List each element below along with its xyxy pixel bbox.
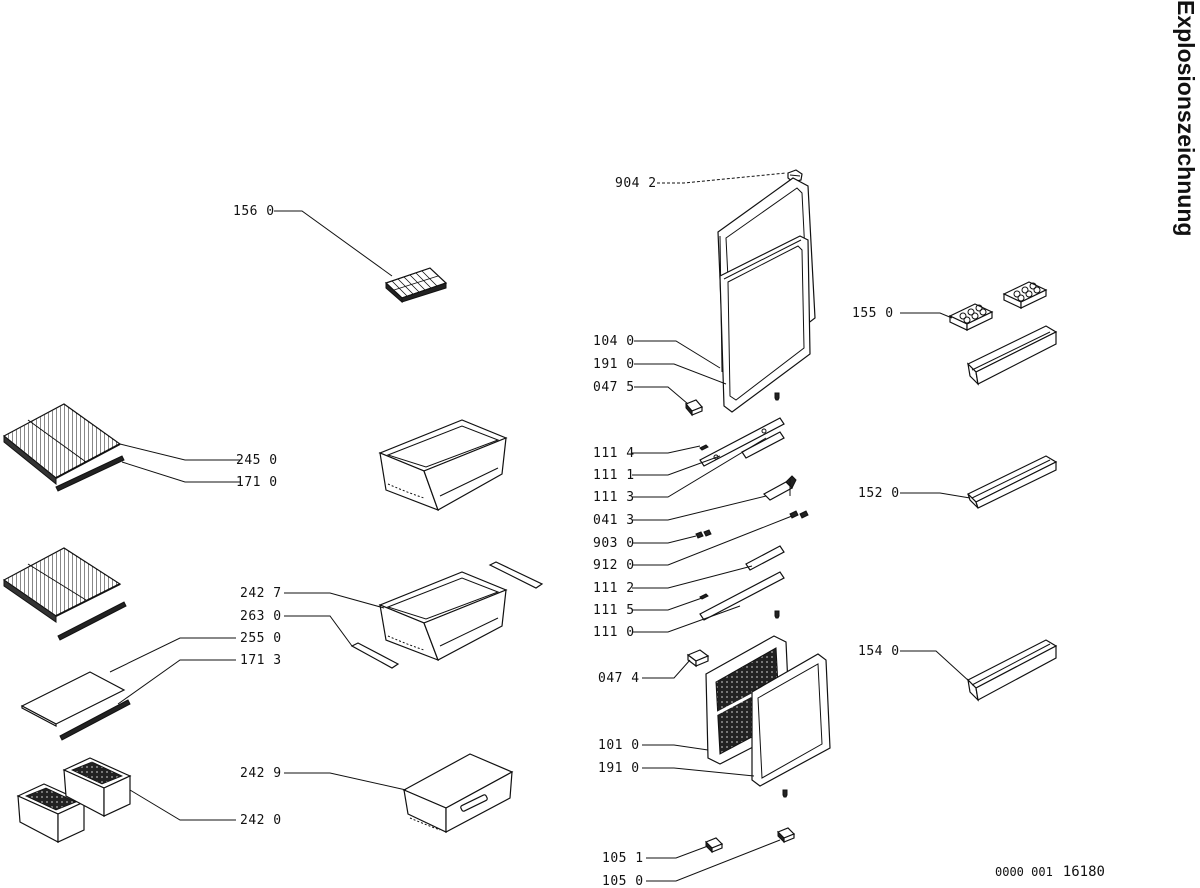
egg-tray-left [948, 303, 994, 331]
drawer-rail-left [350, 642, 400, 669]
hinge-block-top [684, 399, 704, 417]
door-screw [774, 392, 780, 401]
label-191-0-top: 191 0 [593, 357, 635, 372]
label-245-0: 245 0 [236, 453, 278, 468]
part-labels: 156 0 904 2 104 0 191 0 047 5 155 0 245 … [233, 176, 900, 888]
foot-block-0 [776, 827, 796, 844]
egg-tray-right [1002, 281, 1048, 309]
upper-door-gasket [719, 235, 811, 413]
shelf-front-trim-middle [57, 601, 127, 641]
label-111-1: 111 1 [593, 468, 635, 483]
doc-number-value: 16180 [1062, 864, 1105, 880]
label-912-0: 912 0 [593, 558, 635, 573]
label-111-2: 111 2 [593, 581, 635, 596]
label-111-0: 111 0 [593, 625, 635, 640]
shelf-front-trim-lower [59, 699, 131, 741]
door-screw-lower [774, 610, 780, 619]
ice-cube-tray [384, 267, 448, 304]
glass-shelf-plate [20, 671, 126, 727]
hinge-pin-small [699, 444, 709, 451]
wire-shelf-upper [2, 403, 122, 486]
door-shelf-middle [966, 455, 1058, 509]
crisper-drawer-upper [378, 419, 508, 512]
lower-door-gasket [751, 653, 831, 787]
label-105-0: 105 0 [602, 874, 644, 888]
label-904-2: 904 2 [615, 176, 657, 191]
label-242-7: 242 7 [240, 586, 282, 601]
label-047-5: 047 5 [593, 380, 635, 395]
label-156-0: 156 0 [233, 204, 275, 219]
label-152-0: 152 0 [858, 486, 900, 501]
label-047-4: 047 4 [598, 671, 640, 686]
drawer-rail-right [488, 561, 544, 589]
label-104-0: 104 0 [593, 334, 635, 349]
door-screw-bottom [782, 789, 788, 798]
bottle-shelf [966, 639, 1058, 702]
hinge-block-lower [686, 649, 710, 668]
hinge-strip-lower [699, 571, 785, 621]
label-263-0: 263 0 [240, 609, 282, 624]
crisper-drawer-middle [378, 571, 508, 662]
hinge-strip-upper [699, 417, 785, 467]
hinge-screws [695, 510, 809, 539]
shelf-front-trim-upper [55, 455, 125, 492]
freezer-drawer [402, 753, 514, 833]
small-basket-right [62, 757, 132, 817]
wire-shelf-lower [2, 547, 122, 623]
label-171-3: 171 3 [240, 653, 282, 668]
label-242-0: 242 0 [240, 813, 282, 828]
door-shelf-top [966, 325, 1058, 386]
label-154-0: 154 0 [858, 644, 900, 659]
label-105-1: 105 1 [602, 851, 644, 866]
leader-lines [109, 172, 971, 882]
label-903-0: 903 0 [593, 536, 635, 551]
hinge-strip-short [745, 545, 785, 571]
label-155-0: 155 0 [852, 306, 894, 321]
label-111-5: 111 5 [593, 603, 635, 618]
label-111-3: 111 3 [593, 490, 635, 505]
hinge-strip-middle [741, 431, 785, 459]
label-191-0-bottom: 191 0 [598, 761, 640, 776]
label-111-4: 111 4 [593, 446, 635, 461]
label-242-9: 242 9 [240, 766, 282, 781]
label-255-0: 255 0 [240, 631, 282, 646]
hinge-bracket [763, 475, 797, 501]
label-171-0: 171 0 [236, 475, 278, 490]
doc-number-prefix: 0000 001 [995, 865, 1053, 879]
label-041-3: 041 3 [593, 513, 635, 528]
foot-block-1 [704, 837, 724, 854]
drawing-title: Explosionszeichnung [1173, 0, 1199, 237]
label-101-0: 101 0 [598, 738, 640, 753]
document-number: 0000 001 16180 [995, 864, 1105, 880]
small-basket-left [16, 783, 86, 843]
